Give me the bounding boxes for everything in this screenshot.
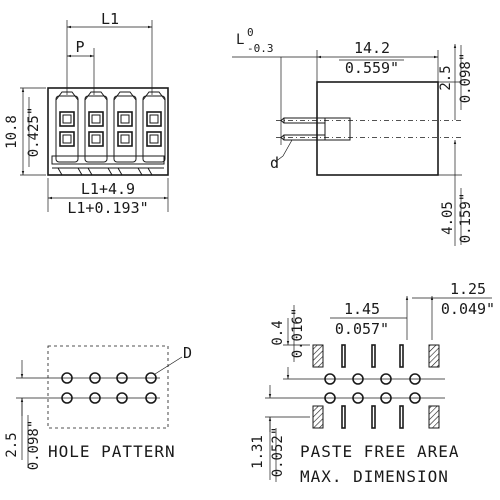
tol-label: L [236, 32, 244, 48]
dim-length-in: 0.559" [345, 59, 399, 77]
dim-top-mm: 2.5 [438, 65, 454, 90]
hole-dim-mm: 2.5 [4, 432, 20, 457]
hole-dim-in: 0.098" [26, 420, 42, 471]
dim-pitch: P [75, 38, 84, 56]
hole-diameter-label: D [183, 344, 192, 362]
contact-cells [55, 91, 166, 163]
dim-top-in: 0.098" [458, 53, 474, 104]
dim-c-mm: 0.4 [270, 320, 286, 345]
dim-pin-in: 0.159" [458, 193, 474, 244]
tol-upper: 0 [247, 26, 254, 39]
side-view: L 0 -0.3 14.2 0.559" d 2.5 0.098" [232, 26, 474, 246]
dim-a-in: 0.057" [335, 320, 389, 338]
paste-free-area: 1.45 0.057" 1.25 0.049" 0.4 0.016" [250, 280, 495, 486]
dim-b-mm: 1.25 [450, 280, 486, 298]
dim-height-mm: 10.8 [4, 115, 20, 149]
dim-a-mm: 1.45 [344, 300, 380, 318]
hole-pattern: D 2.5 0.098" HOLE PATTERN [4, 344, 192, 470]
paste-free-subtitle: MAX. DIMENSION [300, 467, 449, 486]
tol-lower: -0.3 [247, 42, 274, 55]
dim-d-mm: 1.31 [250, 435, 266, 469]
dim-b-in: 0.049" [441, 300, 495, 318]
dim-c-in: 0.016" [290, 308, 306, 359]
dim-height-in: 0.425" [26, 107, 42, 158]
hole-pattern-title: HOLE PATTERN [48, 442, 176, 461]
dim-d-in: 0.052" [270, 427, 286, 478]
dim-l1: L1 [101, 10, 119, 28]
front-view: L1 P [4, 10, 169, 217]
pin-diameter-label: d [270, 154, 279, 172]
dim-length-mm: 14.2 [354, 39, 390, 57]
dim-bottom-mm: L1+4.9 [81, 180, 135, 198]
paste-free-title: PASTE FREE AREA [300, 442, 460, 461]
dim-pin-mm: 4.05 [440, 201, 456, 235]
dim-bottom-in: L1+0.193" [67, 199, 148, 217]
